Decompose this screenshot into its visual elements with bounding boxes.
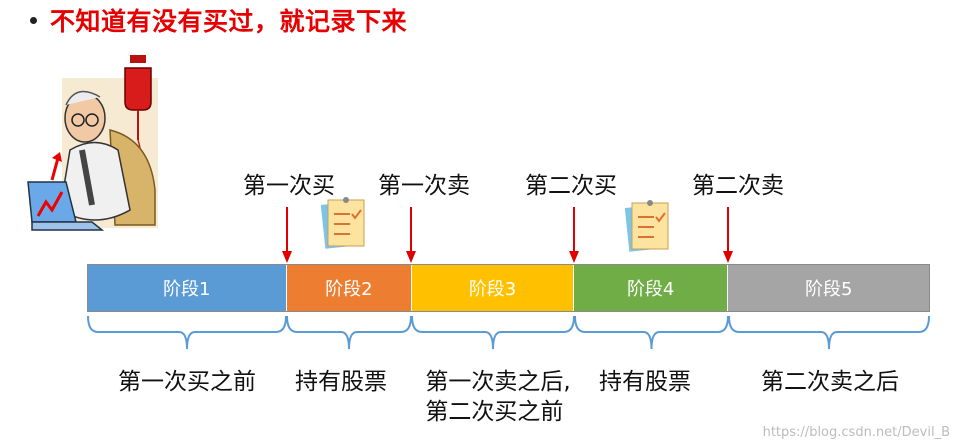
stage-3-description-line1: 第一次卖之后,: [425, 369, 571, 395]
event-label-second-buy: 第二次买: [525, 173, 617, 199]
stage-4: 阶段4: [573, 265, 729, 311]
stage-1: 阶段1: [88, 265, 287, 311]
brace-stage-1: [87, 315, 287, 350]
stage-5-description-line1: 第二次卖之后: [761, 369, 899, 395]
event-arrows: [282, 207, 733, 263]
arrow-head-first-buy: [282, 251, 292, 263]
stage-3-label: 阶段3: [468, 279, 517, 300]
stage-4-description: 持有股票: [599, 367, 691, 397]
note-icon-holding-2: [624, 200, 669, 252]
arrow-head-second-buy: [569, 251, 579, 263]
stage-1-description-line1: 第一次买之前: [118, 369, 256, 395]
stage-2-label: 阶段2: [325, 279, 373, 300]
brace-stage-4: [574, 315, 729, 350]
stage-3: 阶段3: [412, 265, 574, 311]
brace-stage-3: [411, 315, 575, 350]
stage-2-description: 持有股票: [295, 367, 387, 397]
note-icon-holding-1: [320, 197, 365, 249]
slide-heading: 不知道有没有买过，就记录下来: [30, 2, 407, 38]
heading-text: 不知道有没有买过，就记录下来: [50, 7, 408, 36]
stage-5-description: 第二次卖之后: [761, 367, 899, 397]
event-label-first-buy: 第一次买: [243, 173, 335, 199]
stage-1-label: 阶段1: [163, 279, 211, 300]
illustration-old-man-laptop: [27, 55, 158, 231]
event-label-first-sell: 第一次卖: [378, 173, 470, 199]
stage-5-label: 阶段5: [805, 279, 853, 300]
arrow-head-second-sell: [723, 251, 733, 263]
stage-3-description: 第一次卖之后, 第二次买之前: [425, 367, 570, 427]
stage-2: 阶段2: [286, 265, 413, 311]
stage-2-description-line1: 持有股票: [295, 369, 387, 395]
watermark: https://blog.csdn.net/Devil_B: [762, 425, 950, 440]
arrow-head-first-sell: [406, 251, 416, 263]
brace-stage-2: [286, 315, 412, 350]
stage-braces: [87, 315, 930, 350]
stage-1-description: 第一次买之前: [118, 367, 256, 397]
stage-bar: 阶段1 阶段2 阶段3 阶段4 阶段5: [87, 264, 930, 312]
stage-3-description-line2: 第二次买之前: [425, 399, 564, 425]
stage-5: 阶段5: [728, 265, 929, 311]
bullet-icon: [30, 16, 37, 24]
stage-4-label: 阶段4: [626, 279, 675, 300]
brace-stage-5: [728, 315, 930, 350]
stage-4-description-line1: 持有股票: [599, 369, 691, 395]
event-label-second-sell: 第二次卖: [692, 173, 784, 199]
